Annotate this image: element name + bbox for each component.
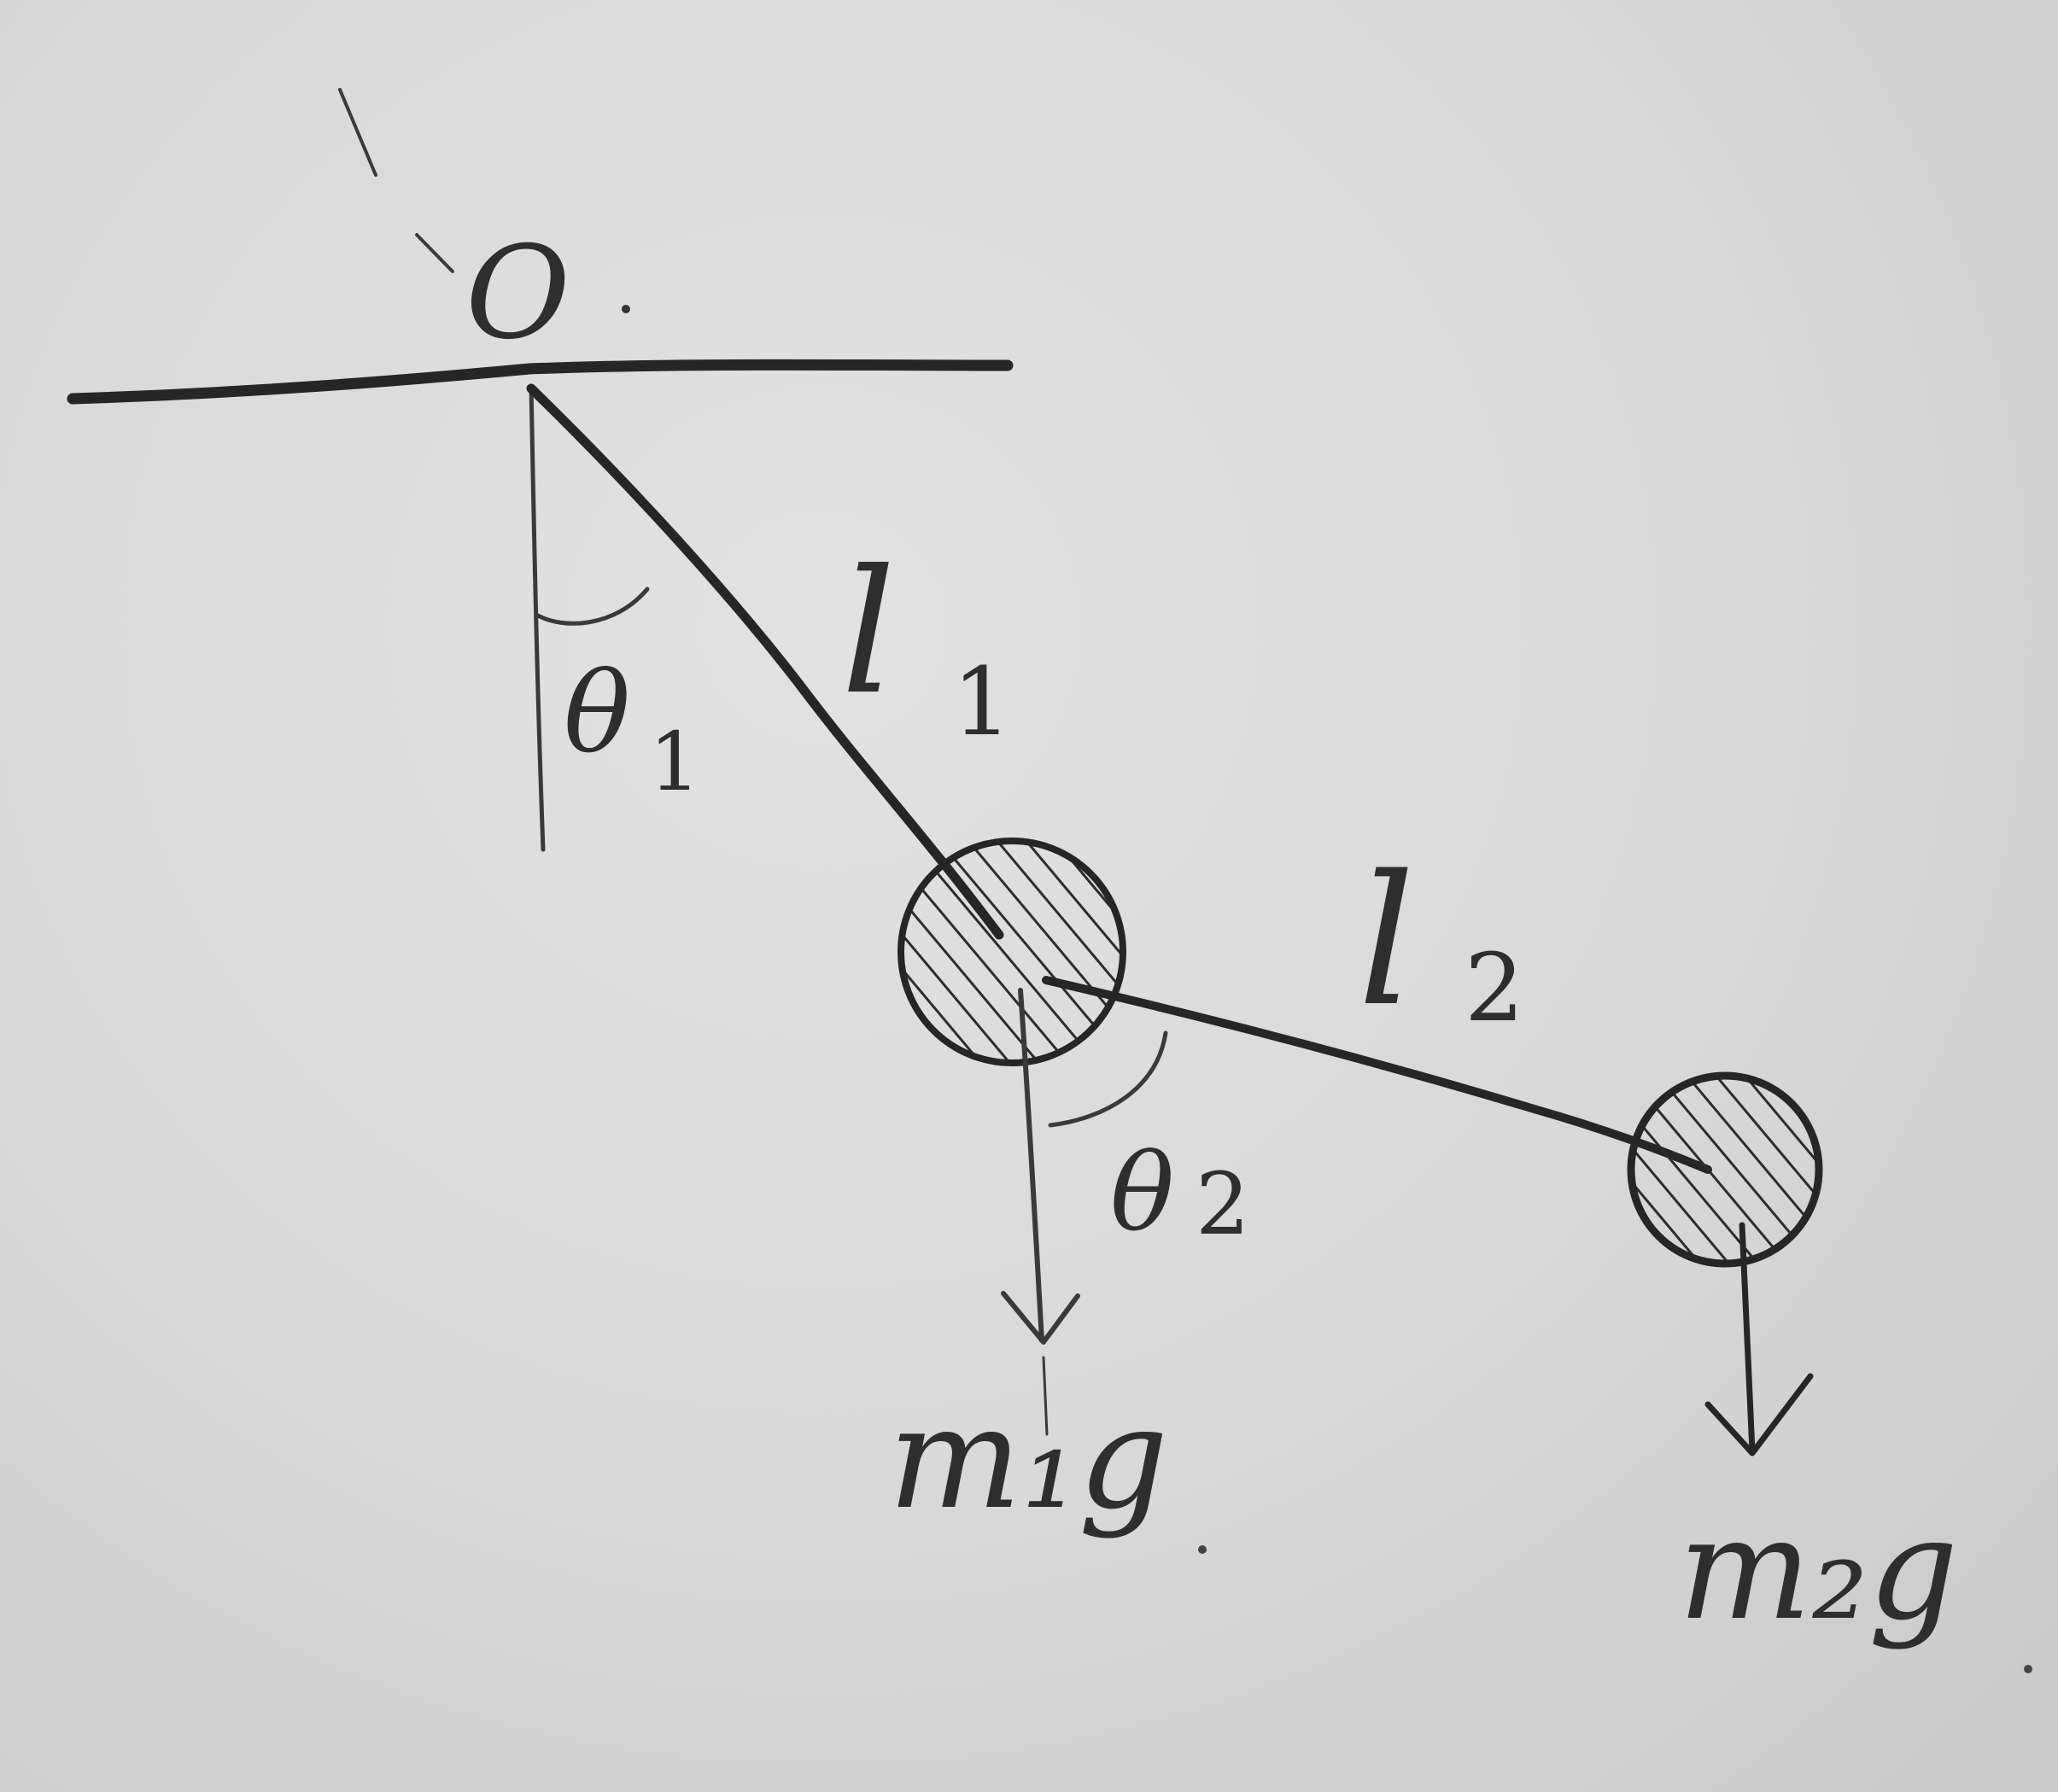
rod1-label: l: [841, 534, 896, 733]
gravity-arrow-2-head: [1704, 1373, 1814, 1456]
pencil-dot: [2024, 1665, 2032, 1673]
pivot-tick-mark: [338, 88, 377, 177]
gravity-arrow-2: [1739, 1222, 1756, 1455]
gravity-arrow-1-tail: [1042, 1356, 1049, 1436]
rod-1: [526, 383, 1004, 940]
angle1-arc: [534, 587, 650, 626]
angle2-arc: [1048, 1030, 1168, 1128]
rod2-label: l: [1358, 837, 1415, 1046]
angle1-index: 1: [649, 715, 700, 809]
angle2-index: 2: [1196, 1154, 1250, 1254]
gravity-arrow-1-head: [1001, 1291, 1080, 1345]
mass-1: [897, 838, 1126, 1066]
pencil-dot: [1198, 1545, 1207, 1554]
gravity-arrow-1: [1018, 988, 1044, 1343]
angle2-label: θ: [1110, 1131, 1174, 1255]
vertical-reference-line: [529, 383, 546, 852]
pencil-dot: [622, 305, 630, 313]
pivot-tick-mark: [415, 233, 454, 273]
force2-label: m₂g: [1678, 1487, 1958, 1651]
mass-2: [1627, 1071, 1823, 1268]
rod1-index: 1: [952, 647, 1012, 756]
rod2-index: 2: [1465, 933, 1524, 1042]
pivot-label: O: [465, 219, 570, 368]
ceiling-line: [67, 359, 1014, 405]
force1-label: m₁g: [888, 1376, 1168, 1540]
angle1-label: θ: [564, 648, 630, 778]
